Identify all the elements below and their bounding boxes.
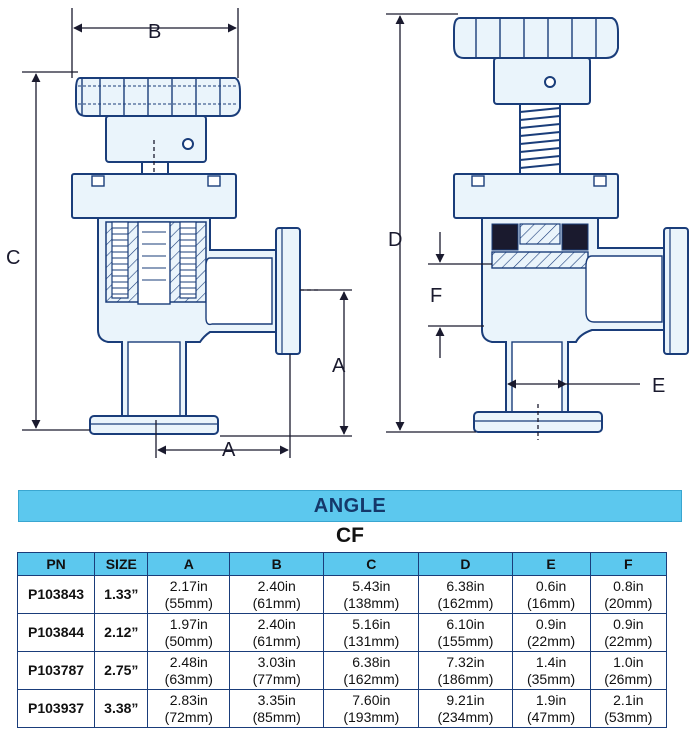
dim-label-a-vertical: A xyxy=(332,355,346,377)
cell-b: 3.35in(85mm) xyxy=(229,689,325,728)
dim-label-a-horizontal: A xyxy=(222,439,236,461)
valve-technical-drawing: B C A A D F E xyxy=(6,8,689,461)
cell-b: 2.40in(61mm) xyxy=(229,613,325,652)
cell-c: 6.38in(162mm) xyxy=(323,651,420,690)
cell-d: 6.10in(155mm) xyxy=(418,613,513,652)
cell-e: 0.6in(16mm) xyxy=(511,575,591,614)
cell-a: 2.48in(63mm) xyxy=(147,651,231,690)
table-header-row: PN SIZE A B C D E F xyxy=(16,552,668,576)
cell-a: 1.97in(50mm) xyxy=(147,613,231,652)
dim-label-e: E xyxy=(652,375,665,397)
dimension-lines xyxy=(22,8,640,458)
cell-e: 0.9in(22mm) xyxy=(511,613,591,652)
cell-pn: P103787 xyxy=(16,651,96,690)
cell-d: 6.38in(162mm) xyxy=(418,575,513,614)
header-e: E xyxy=(511,552,591,576)
header-c: C xyxy=(323,552,420,576)
cell-d: 9.21in(234mm) xyxy=(418,689,513,728)
dimension-labels: B C A A D F E xyxy=(6,21,665,461)
cell-e: 1.4in(35mm) xyxy=(511,651,591,690)
cell-size: 3.38” xyxy=(94,689,149,728)
header-b: B xyxy=(229,552,325,576)
cell-f: 0.9in(22mm) xyxy=(589,613,668,652)
cell-c: 7.60in(193mm) xyxy=(323,689,420,728)
table-row: P103843 1.33” 2.17in(55mm) 2.40in(61mm) … xyxy=(16,575,668,614)
dim-label-f: F xyxy=(430,285,442,307)
cell-f: 2.1in(53mm) xyxy=(589,689,668,728)
left-valve-view xyxy=(71,77,301,435)
table-row: P103937 3.38” 2.83in(72mm) 3.35in(85mm) … xyxy=(16,689,668,728)
cell-a: 2.17in(55mm) xyxy=(147,575,231,614)
cell-f: 1.0in(26mm) xyxy=(589,651,668,690)
header-size: SIZE xyxy=(94,552,149,576)
cell-c: 5.43in(138mm) xyxy=(323,575,420,614)
table-row: P103844 2.12” 1.97in(50mm) 2.40in(61mm) … xyxy=(16,613,668,652)
dim-label-d: D xyxy=(388,229,402,251)
cell-a: 2.83in(72mm) xyxy=(147,689,231,728)
header-d: D xyxy=(418,552,513,576)
cell-pn: P103937 xyxy=(16,689,96,728)
dim-label-b: B xyxy=(148,21,161,43)
banner-title: ANGLE xyxy=(313,494,387,517)
section-banner: ANGLE xyxy=(18,490,682,522)
cell-d: 7.32in(186mm) xyxy=(418,651,513,690)
dimensions-table: PN SIZE A B C D E F P103843 1.33” 2.17in… xyxy=(16,552,668,728)
right-valve-view xyxy=(453,17,689,433)
cell-b: 2.40in(61mm) xyxy=(229,575,325,614)
left-knob xyxy=(75,77,241,117)
right-knob xyxy=(453,17,619,59)
dim-label-c: C xyxy=(6,247,20,269)
header-pn: PN xyxy=(16,552,96,576)
cell-c: 5.16in(131mm) xyxy=(323,613,420,652)
cell-pn: P103843 xyxy=(16,575,96,614)
cell-size: 2.12” xyxy=(94,613,149,652)
cell-size: 2.75” xyxy=(94,651,149,690)
table-row: P103787 2.75” 2.48in(63mm) 3.03in(77mm) … xyxy=(16,651,668,690)
header-f: F xyxy=(589,552,668,576)
cell-pn: P103844 xyxy=(16,613,96,652)
header-a: A xyxy=(147,552,231,576)
cell-size: 1.33” xyxy=(94,575,149,614)
table-subtitle: CF xyxy=(336,524,364,547)
cell-e: 1.9in(47mm) xyxy=(511,689,591,728)
cell-f: 0.8in(20mm) xyxy=(589,575,668,614)
cell-b: 3.03in(77mm) xyxy=(229,651,325,690)
